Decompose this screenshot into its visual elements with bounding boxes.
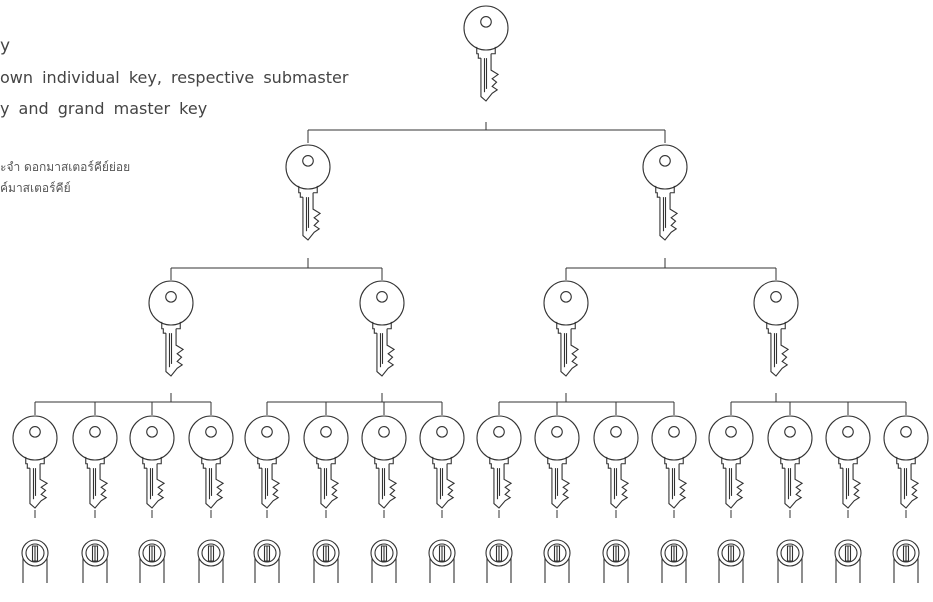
lock-cylinder-11 bbox=[602, 539, 630, 583]
individual-key-1 bbox=[12, 415, 58, 509]
thai-description-line-2: ค์มาสเตอร์คีย์ bbox=[0, 181, 71, 195]
individual-key-7 bbox=[361, 415, 407, 509]
individual-key-8 bbox=[419, 415, 465, 509]
lock-cylinder-3 bbox=[138, 539, 166, 583]
submaster-key-1 bbox=[148, 280, 194, 377]
master-key-1 bbox=[285, 144, 331, 241]
lock-cylinder-8 bbox=[428, 539, 456, 583]
individual-key-2 bbox=[72, 415, 118, 509]
submaster-key-2 bbox=[359, 280, 405, 377]
submaster-key-4 bbox=[753, 280, 799, 377]
lock-cylinder-5 bbox=[253, 539, 281, 583]
description-line-1: own individual key, respective submaster bbox=[0, 68, 349, 87]
individual-key-5 bbox=[244, 415, 290, 509]
individual-key-14 bbox=[767, 415, 813, 509]
individual-key-4 bbox=[188, 415, 234, 509]
grand-master-key bbox=[463, 5, 509, 102]
description-line-2: y and grand master key bbox=[0, 99, 208, 118]
thai-description-line-1: ะจำ ดอกมาสเตอร์คีย์ย่อย bbox=[0, 160, 131, 174]
lock-cylinder-4 bbox=[197, 539, 225, 583]
individual-key-9 bbox=[476, 415, 522, 509]
individual-key-15 bbox=[825, 415, 871, 509]
lock-cylinder-12 bbox=[660, 539, 688, 583]
individual-key-3 bbox=[129, 415, 175, 509]
lock-cylinder-14 bbox=[776, 539, 804, 583]
individual-key-10 bbox=[534, 415, 580, 509]
lock-cylinder-9 bbox=[485, 539, 513, 583]
submaster-key-3 bbox=[543, 280, 589, 377]
lock-cylinder-16 bbox=[892, 539, 920, 583]
individual-key-12 bbox=[651, 415, 697, 509]
lock-cylinder-13 bbox=[717, 539, 745, 583]
lock-cylinder-15 bbox=[834, 539, 862, 583]
individual-key-16 bbox=[883, 415, 929, 509]
master-key-2 bbox=[642, 144, 688, 241]
lock-cylinder-10 bbox=[543, 539, 571, 583]
diagram-title: y bbox=[0, 36, 11, 56]
individual-key-6 bbox=[303, 415, 349, 509]
lock-cylinder-7 bbox=[370, 539, 398, 583]
lock-cylinder-6 bbox=[312, 539, 340, 583]
individual-key-11 bbox=[593, 415, 639, 509]
lock-cylinder-2 bbox=[81, 539, 109, 583]
lock-cylinder-1 bbox=[21, 539, 49, 583]
individual-key-13 bbox=[708, 415, 754, 509]
